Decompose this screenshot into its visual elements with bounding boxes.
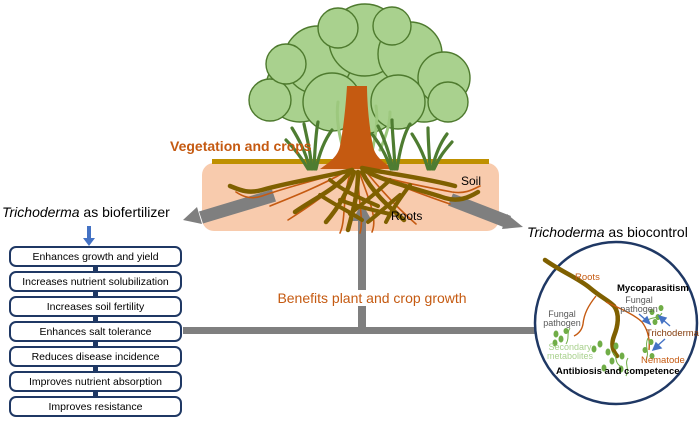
- biocontrol-sketch: [542, 257, 671, 377]
- biocontrol-title-rest: as biocontrol: [604, 224, 688, 240]
- roots-label: Roots: [391, 209, 423, 223]
- benefit-box: Increases nutrient solubilization: [9, 271, 182, 292]
- grass-tufts: [284, 118, 454, 171]
- antibiosis-label: Antibiosis and competence: [556, 366, 680, 377]
- tree-trunk: [320, 86, 394, 169]
- box-connector: [93, 367, 98, 371]
- box-connector: [93, 392, 98, 396]
- tree-canopy: [248, 3, 471, 135]
- benefit-box: Reduces disease incidence: [9, 346, 182, 367]
- connector-bar-horizontal: [183, 327, 543, 334]
- mycoparasitism-label: Mycoparasitism: [617, 283, 689, 294]
- biocontrol-title-genus: Trichoderma: [527, 224, 605, 240]
- benefit-box: Improves nutrient absorption: [9, 371, 182, 392]
- arrow-title-to-boxes: [83, 226, 95, 246]
- benefit-box: Enhances salt tolerance: [9, 321, 182, 342]
- secondary-metabolites-label: Secondary metabolites: [546, 342, 594, 362]
- fungal-pathogen-left-label: Fungal pathogen: [543, 309, 581, 329]
- biofertilizer-title-genus: Trichoderma: [2, 204, 80, 220]
- trichoderma-label: Trichoderma: [646, 328, 699, 339]
- benefits-label: Benefits plant and crop growth: [265, 290, 479, 306]
- box-connector: [93, 342, 98, 346]
- nematode-label: Nematode: [641, 355, 685, 366]
- roots-main: [227, 165, 481, 233]
- circle-roots-label: Roots: [575, 272, 600, 283]
- box-connector: [93, 267, 98, 271]
- benefit-box: Enhances growth and yield: [9, 246, 182, 267]
- box-connector: [93, 317, 98, 321]
- biocontrol-title: Trichoderma as biocontrol: [527, 224, 688, 240]
- biofertilizer-title: Trichoderma as biofertilizer: [2, 204, 170, 220]
- box-connector: [93, 292, 98, 296]
- benefit-box: Increases soil fertility: [9, 296, 182, 317]
- benefit-box: Improves resistance: [9, 396, 182, 417]
- biofertilizer-title-rest: as biofertilizer: [79, 204, 170, 220]
- arrow-to-biocontrol: [448, 193, 523, 229]
- vegetation-label: Vegetation and crops: [170, 138, 312, 154]
- fungal-pathogen-right-label: Fungal pathogen: [620, 295, 658, 315]
- soil-label: Soil: [461, 174, 482, 188]
- biofertilizer-box-list: Enhances growth and yield Increases nutr…: [9, 246, 182, 417]
